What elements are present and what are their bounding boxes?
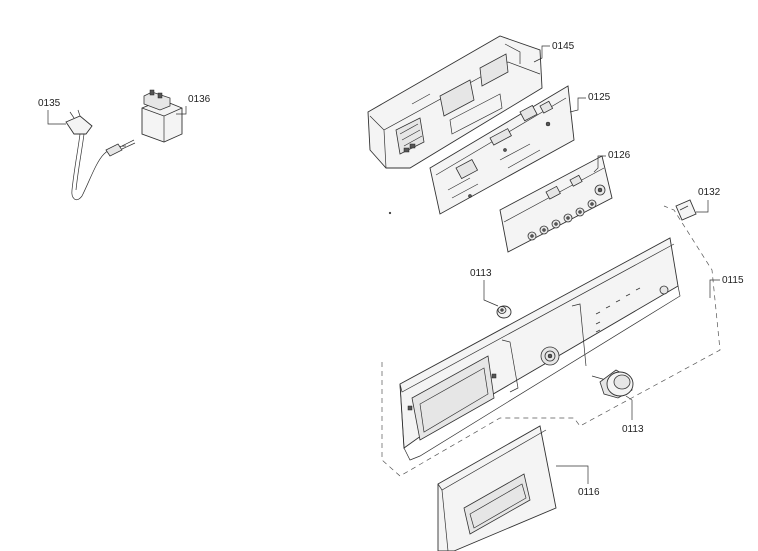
label-0113-lower: 0113 [622, 424, 644, 435]
part-0132-clip[interactable] [675, 199, 697, 221]
label-0116: 0116 [578, 487, 600, 498]
leader-0145 [533, 45, 550, 63]
leader-0115 [709, 279, 720, 298]
leader-0126 [593, 155, 606, 173]
label-0115: 0115 [722, 275, 744, 286]
label-0125: 0125 [588, 92, 611, 103]
label-0136: 0136 [188, 94, 211, 105]
part-0115-control-panel[interactable] [399, 237, 681, 461]
leader-0135 [47, 110, 66, 125]
label-0126: 0126 [608, 150, 631, 161]
reference-dot [388, 211, 392, 215]
outline-0115-assembly [381, 205, 721, 477]
part-0113-knob-small[interactable] [496, 305, 512, 319]
part-0116-drawer-handle[interactable] [437, 425, 557, 551]
label-0132: 0132 [698, 187, 721, 198]
leader-0132 [696, 200, 709, 213]
part-0136-filter-box[interactable] [141, 89, 183, 143]
part-0125-main-pcb[interactable] [429, 85, 575, 215]
label-0145: 0145 [552, 41, 575, 52]
leader-0113-lower [625, 395, 633, 420]
part-0126-control-pcb[interactable] [499, 155, 613, 253]
leader-0116 [556, 465, 589, 484]
label-0113-upper: 0113 [470, 268, 492, 279]
leader-0125 [569, 97, 586, 113]
leader-0136 [176, 106, 187, 115]
leader-0113-upper [483, 280, 499, 307]
part-0113-knob-large[interactable] [591, 369, 634, 399]
part-0145-electronics-housing[interactable] [367, 35, 543, 169]
part-0135-power-cord[interactable] [65, 109, 136, 201]
label-0135: 0135 [38, 98, 61, 109]
